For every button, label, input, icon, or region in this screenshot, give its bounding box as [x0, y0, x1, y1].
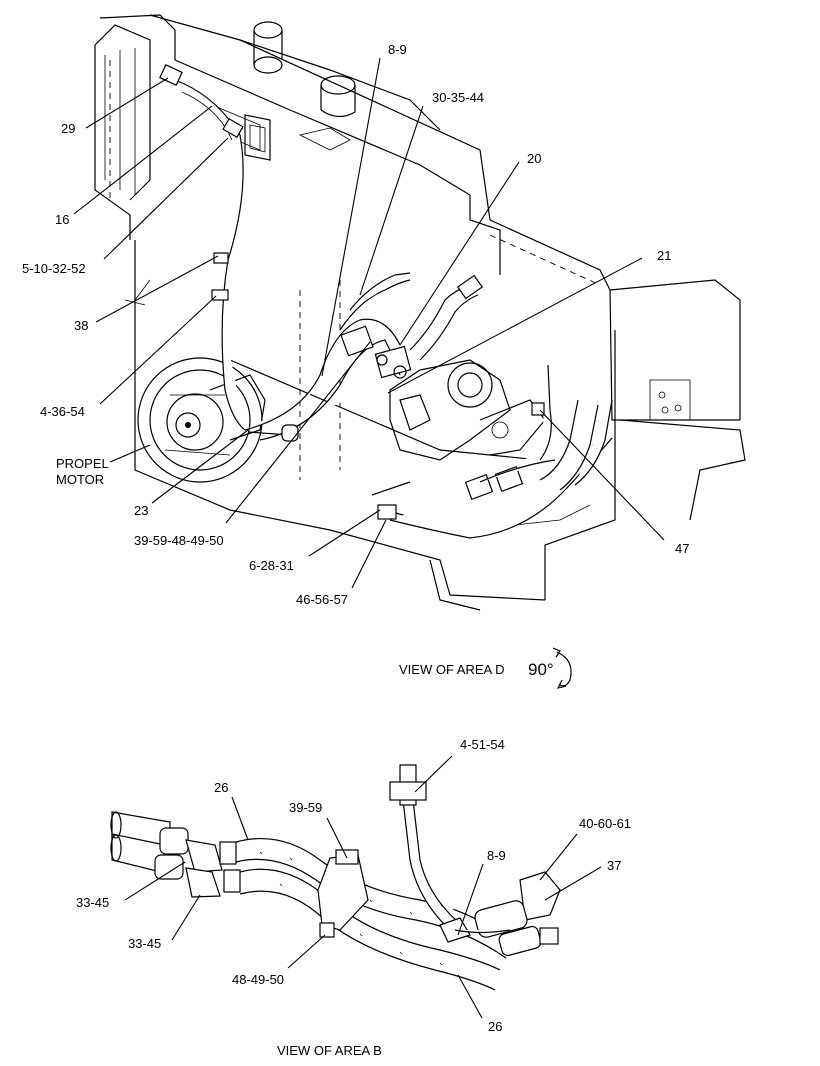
view-b-title: VIEW OF AREA B	[277, 1043, 382, 1058]
callout-8-9-b: 8-9	[487, 848, 506, 863]
view-d-title: VIEW OF AREA D	[399, 662, 504, 677]
callout-26-bottom: 26	[488, 1019, 502, 1034]
callout-4-51-54: 4-51-54	[460, 737, 505, 752]
callout-16: 16	[55, 212, 69, 227]
callout-8-9: 8-9	[388, 42, 407, 57]
view-b-leader-lines	[124, 755, 602, 1019]
callout-37: 37	[607, 858, 621, 873]
view-d-leader-lines	[73, 57, 665, 589]
view-d-machine-frame	[94, 14, 746, 611]
callout-33-45-upper: 33-45	[76, 895, 109, 910]
rotate-arrow-icon	[552, 647, 572, 689]
callout-33-45-lower: 33-45	[128, 936, 161, 951]
propel-motor-label-line1: PROPEL	[56, 456, 109, 471]
callout-23: 23	[134, 503, 148, 518]
callout-40-60-61: 40-60-61	[579, 816, 631, 831]
propel-motor-label-line2: MOTOR	[56, 472, 104, 487]
callout-38: 38	[74, 318, 88, 333]
callout-39-59: 39-59	[289, 800, 322, 815]
propel-motor	[137, 357, 266, 483]
callout-29: 29	[61, 121, 75, 136]
callout-30-35-44: 30-35-44	[432, 90, 484, 105]
callout-39-59-48-49-50: 39-59-48-49-50	[134, 533, 224, 548]
callout-5-10-32-52: 5-10-32-52	[22, 261, 86, 276]
callout-21: 21	[657, 248, 671, 263]
callout-20: 20	[527, 151, 541, 166]
callout-6-28-31: 6-28-31	[249, 558, 294, 573]
view-d-hoses	[159, 64, 613, 539]
view-b-assembly	[110, 764, 561, 991]
hydraulic-pump	[389, 359, 546, 461]
callout-46-56-57: 46-56-57	[296, 592, 348, 607]
view-d-callouts: 29 16 5-10-32-52 38 4-36-54 8-9 30-35-44…	[22, 42, 689, 607]
callout-4-36-54: 4-36-54	[40, 404, 85, 419]
view-b-callouts: 26 39-59 4-51-54 40-60-61 8-9 37 33-45 3…	[76, 737, 631, 1034]
rotation-angle: 90°	[528, 660, 554, 679]
callout-48-49-50: 48-49-50	[232, 972, 284, 987]
view-d-caption: VIEW OF AREA D 90°	[399, 647, 572, 689]
callout-26-top: 26	[214, 780, 228, 795]
callout-47: 47	[675, 541, 689, 556]
